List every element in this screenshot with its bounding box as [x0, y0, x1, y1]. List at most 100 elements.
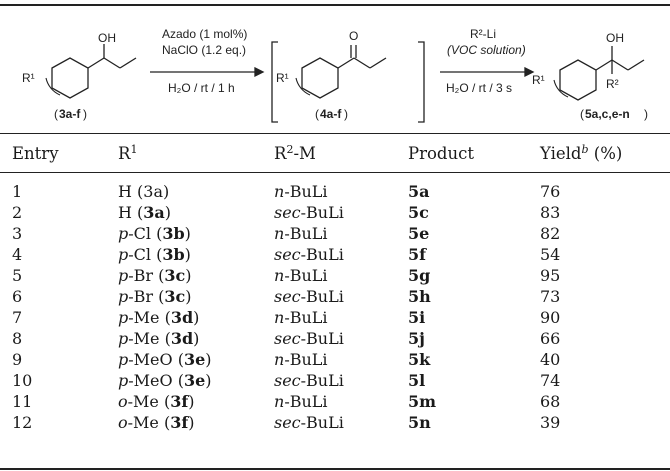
prod-r2-label: R² [606, 77, 619, 91]
cell-product: 5a [408, 182, 430, 201]
cell-product: 5m [408, 392, 437, 411]
cell-yield: 73 [540, 287, 561, 306]
cell-r2m: sec-BuLi [274, 287, 344, 306]
int-benzene-ring [301, 57, 339, 99]
table-row: 6 p-Br (3c) sec-BuLi 5h 73 [0, 286, 670, 307]
cell-r2m: sec-BuLi [274, 371, 344, 390]
scheme-bottom-rule [0, 133, 670, 134]
header-entry: Entry [12, 144, 59, 163]
cell-yield: 66 [540, 329, 561, 348]
step1-conditions: H₂O / rt / 1 h [168, 81, 235, 95]
cell-yield: 76 [540, 182, 561, 201]
prod-close-paren: ) [644, 107, 648, 121]
bottom-rule [0, 468, 670, 470]
header-r1: R1 [118, 143, 138, 163]
header-bottom-rule [0, 172, 670, 173]
header-product: Product [408, 144, 474, 163]
cell-product: 5k [408, 350, 431, 369]
prod-r1-label: R¹ [532, 73, 545, 87]
cell-entry: 8 [12, 329, 23, 348]
cell-r2m: sec-BuLi [274, 413, 344, 432]
sm-r1-label: R¹ [22, 71, 35, 85]
cell-product: 5l [408, 371, 426, 390]
int-close-paren: ) [344, 107, 348, 121]
cell-r1: o-Me (3f) [118, 413, 195, 432]
cell-entry: 4 [12, 245, 23, 264]
int-compound-label: 4a-f [320, 107, 342, 121]
sm-close-paren: ) [83, 107, 87, 121]
top-rule [0, 4, 670, 6]
step1-reagent-1: Azado (1 mol%) [162, 27, 247, 41]
table-row: 9 p-MeO (3e) n-BuLi 5k 40 [0, 349, 670, 370]
cell-r1: p-MeO (3e) [118, 350, 212, 369]
cell-yield: 90 [540, 308, 561, 327]
cell-yield: 40 [540, 350, 561, 369]
reaction-scheme: OH R¹ ( 3a-f ) Azado (1 mol%) NaClO (1.2… [0, 0, 670, 130]
cell-r2m: n-BuLi [274, 392, 328, 411]
cell-r1: p-Cl (3b) [118, 224, 191, 243]
cell-yield: 95 [540, 266, 561, 285]
sm-oh-label: OH [98, 31, 116, 45]
cell-product: 5g [408, 266, 431, 285]
table-row: 7 p-Me (3d) n-BuLi 5i 90 [0, 307, 670, 328]
cell-r2m: sec-BuLi [274, 203, 344, 222]
cell-entry: 5 [12, 266, 23, 285]
step2-reagent-1: R²-Li [470, 27, 496, 41]
cell-yield: 39 [540, 413, 561, 432]
cell-r1: p-Br (3c) [118, 266, 192, 285]
int-o-label: O [349, 29, 358, 43]
cell-r1: p-Br (3c) [118, 287, 192, 306]
cell-entry: 1 [12, 182, 23, 201]
int-open-paren: ( [315, 107, 319, 121]
prod-oh-label: OH [606, 31, 624, 45]
cell-product: 5f [408, 245, 427, 264]
int-r1-label: R¹ [276, 71, 289, 85]
table-row: 12 o-Me (3f) sec-BuLi 5n 39 [0, 412, 670, 433]
sm-benzene-ring [51, 57, 89, 99]
sm-open-paren: ( [54, 107, 58, 121]
cell-r1: p-Me (3d) [118, 308, 200, 327]
cell-entry: 12 [12, 413, 33, 432]
cell-r1: H (3a) [118, 182, 170, 201]
cell-entry: 6 [12, 287, 23, 306]
cell-r2m: n-BuLi [274, 350, 328, 369]
cell-yield: 68 [540, 392, 561, 411]
cell-product: 5h [408, 287, 431, 306]
table-row: 1 H (3a) n-BuLi 5a 76 [0, 181, 670, 202]
table-row: 5 p-Br (3c) n-BuLi 5g 95 [0, 265, 670, 286]
table-header: Entry R1 R2-M Product Yieldb (%) [0, 136, 670, 172]
step2-conditions: H₂O / rt / 3 s [446, 81, 512, 95]
cell-r2m: sec-BuLi [274, 245, 344, 264]
cell-product: 5j [408, 329, 425, 348]
cell-r2m: sec-BuLi [274, 329, 344, 348]
prod-compound-label: 5a,c,e-n [585, 107, 630, 121]
cell-product: 5e [408, 224, 430, 243]
scheme-svg: OH R¹ ( 3a-f ) Azado (1 mol%) NaClO (1.2… [22, 27, 648, 123]
cell-entry: 9 [12, 350, 23, 369]
cell-product: 5c [408, 203, 429, 222]
cell-r2m: n-BuLi [274, 308, 328, 327]
results-table: Entry R1 R2-M Product Yieldb (%) 1 H (3a)… [0, 136, 670, 433]
sm-compound-label: 3a-f [59, 107, 81, 121]
step1-reagent-2: NaClO (1.2 eq.) [162, 43, 246, 57]
prod-open-paren: ( [580, 107, 584, 121]
cell-product: 5i [408, 308, 426, 327]
cell-r1: H (3a) [118, 203, 172, 222]
cell-product: 5n [408, 413, 431, 432]
cell-r2m: n-BuLi [274, 224, 328, 243]
cell-entry: 11 [12, 392, 33, 411]
cell-r2m: n-BuLi [274, 266, 328, 285]
header-r2m: R2-M [274, 143, 316, 163]
cell-entry: 10 [12, 371, 33, 390]
cell-yield: 54 [540, 245, 561, 264]
cell-yield: 74 [540, 371, 561, 390]
cell-r2m: n-BuLi [274, 182, 328, 201]
cell-entry: 7 [12, 308, 23, 327]
